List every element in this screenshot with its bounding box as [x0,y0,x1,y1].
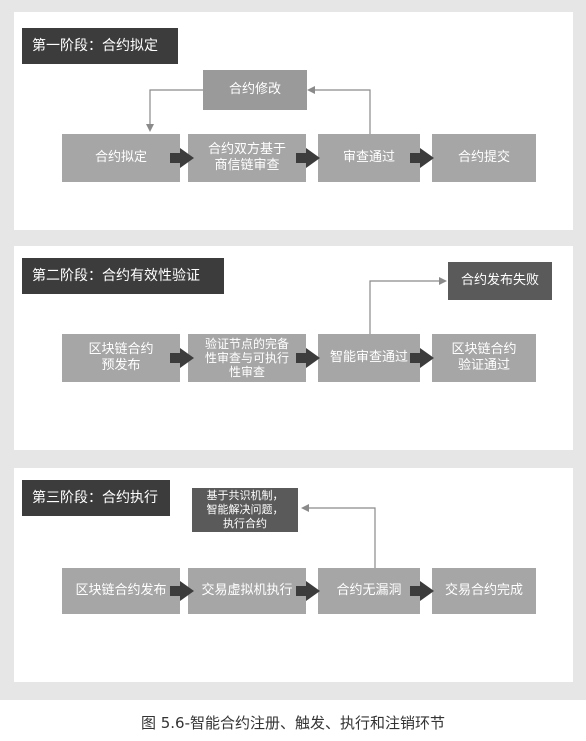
stage2-arrow-1 [170,348,194,368]
stage2-node-smart-check: 智能审查通过 [318,334,420,382]
stage1-revision-node: 合约修改 [203,70,307,110]
stage1-loop-down-arrowhead [146,124,154,132]
stage1-node-submit: 合约提交 [432,134,536,182]
stage1-loop-down-line [149,89,203,128]
stage2-node-prepublish: 区块链合约 预发布 [62,334,180,382]
stage1-node-review: 合约双方基于 商信链审查 [188,134,306,182]
stage2-node-verify: 验证节点的完备 性审查与可执行 性审查 [188,334,306,382]
stage3-consensus-arrowhead [301,504,309,512]
stage2-arrow-2 [296,348,320,368]
stage3-arrow-2 [296,581,320,601]
stage2-failure-node: 合约发布失败 [448,262,552,300]
stage3-node-vm-exec: 交易虚拟机执行 [188,568,306,614]
stage2-title: 第二阶段：合约有效性验证 [22,258,224,294]
stage1-node-draft: 合约拟定 [62,134,180,182]
stage1-title: 第一阶段：合约拟定 [22,28,178,64]
stage3-arrow-1 [170,581,194,601]
stage3-node-no-bug: 合约无漏洞 [318,568,420,614]
stage1-loop-up-line [309,89,371,134]
stage3-arrow-3 [410,581,434,601]
stage3-node-publish: 区块链合约发布 [62,568,180,614]
stage2-node-verified: 区块链合约 验证通过 [432,334,536,382]
stage1-arrow-3 [410,148,434,168]
stage1-node-approved: 审查通过 [318,134,420,182]
stage2-arrow-3 [410,348,434,368]
stage2-fail-arrowhead [439,277,447,285]
stage3-node-complete: 交易合约完成 [432,568,536,614]
stage3-consensus-line [304,507,376,568]
stage1-loop-up-arrowhead [307,86,315,94]
stage3-title: 第三阶段：合约执行 [22,480,170,516]
stage3-consensus-node: 基于共识机制， 智能解决问题， 执行合约 [192,488,298,532]
stage1-arrow-2 [296,148,320,168]
figure-caption: 图 5.6-智能合约注册、触发、执行和注销环节 [140,714,446,732]
stage2-fail-line [369,280,442,334]
stage1-arrow-1 [170,148,194,168]
